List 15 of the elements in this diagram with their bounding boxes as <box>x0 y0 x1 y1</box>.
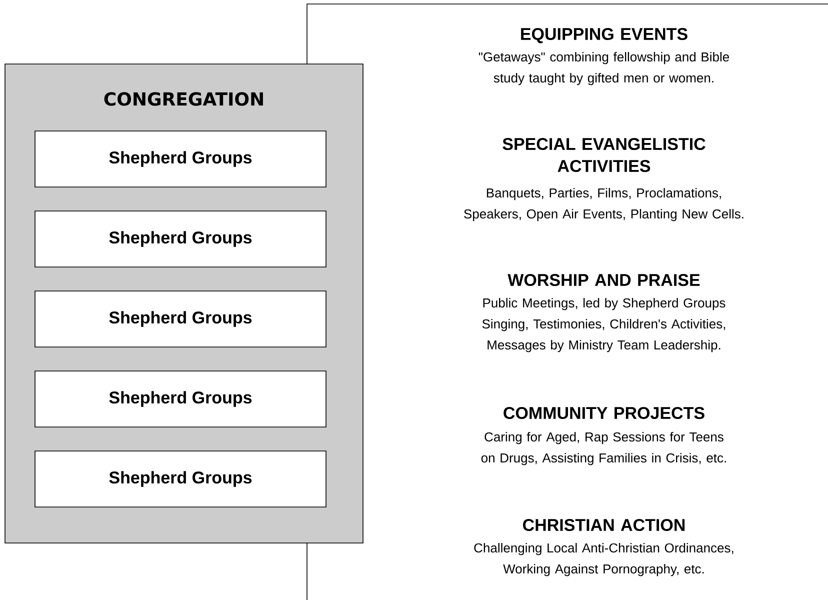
description-text: Caring for Aged, Rap Sessions for Teens on Drugs, Assisting Families in Crisis, etc. <box>481 432 726 466</box>
description-text: Challenging Local Anti-Christian Ordinances, Working Against Pornography, etc. <box>474 542 734 576</box>
group-box: Shepherd Groups <box>34 210 326 268</box>
section-heading: COMMUNITY PROJECTS <box>504 406 704 420</box>
description-text: Banquets, Parties, Films, Proclamations, Speakers, Open Air Events, Planting New Cells. <box>464 188 744 222</box>
description-text: "Getaways" combining fellowship and Bible study taught by gifted men or women. <box>478 52 730 86</box>
section-heading: EQUIPPING EVENTS <box>521 28 688 44</box>
section-heading: WORSHIP AND PRAISE <box>508 274 700 286</box>
section-heading: SPECIAL EVANGELISTIC ACTIVITIES <box>502 138 706 172</box>
group-box: Shepherd Groups <box>34 370 326 428</box>
section-heading: CHRISTIAN ACTION <box>523 518 685 532</box>
description-text: Public Meetings, led by Shepherd Groups Singing, Testimonies, Children's Activities, Messages by Ministry Team Leadership. <box>482 298 726 352</box>
group-box: Shepherd Groups <box>34 290 326 348</box>
group-box: Shepherd Groups <box>34 450 326 508</box>
group-box: Shepherd Groups <box>34 130 326 188</box>
